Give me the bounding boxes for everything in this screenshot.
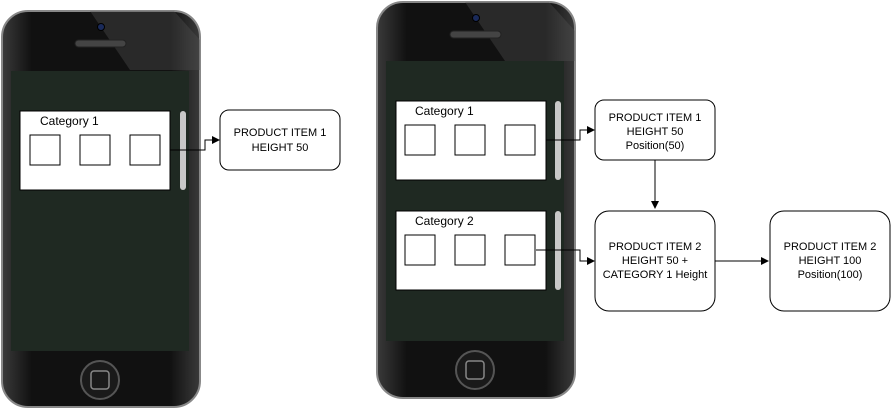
node-line: PRODUCT ITEM 1 [609, 112, 702, 124]
node-line: HEIGHT 50 [252, 142, 309, 154]
left-phone: Category 1 [1, 10, 201, 408]
node-line: Position(100) [798, 269, 863, 281]
right-category-1-panel: Category 1 [395, 100, 547, 181]
left-phone-home-button[interactable] [80, 360, 120, 400]
right-category-1-label: Category 1 [415, 104, 474, 118]
product-thumb[interactable] [454, 234, 486, 266]
node-line: PRODUCT ITEM 2 [609, 241, 702, 253]
node-line: HEIGHT 50 [627, 126, 684, 138]
right-phone-home-icon [465, 360, 485, 380]
node-line: PRODUCT ITEM 1 [234, 127, 327, 139]
product-thumb[interactable] [404, 124, 436, 156]
right-phone-glare [465, 2, 575, 61]
node-line: CATEGORY 1 Height [603, 269, 708, 281]
node-line: PRODUCT ITEM 2 [784, 241, 877, 253]
left-phone-glare [90, 11, 200, 70]
left-product-item-1-box [219, 109, 341, 171]
right-product-item-1-node: PRODUCT ITEM 1 HEIGHT 50 Position(50) [594, 99, 716, 161]
connector-cat2-to-item2 [536, 249, 595, 265]
left-product-item-1-node: PRODUCT ITEM 1 HEIGHT 50 [219, 109, 341, 171]
right-phone: Category 1 Category 2 [376, 1, 576, 399]
node-line: HEIGHT 100 [799, 255, 862, 267]
left-category-1-panel: Category 1 [19, 110, 171, 191]
right-product-item-2-box [594, 210, 716, 312]
right-product-item-3-node: PRODUCT ITEM 2 HEIGHT 100 Position(100) [769, 210, 891, 312]
right-phone-camera [472, 14, 480, 22]
right-category-2-panel: Category 2 [395, 210, 547, 291]
product-thumb[interactable] [404, 234, 436, 266]
left-connector-arrow [170, 136, 220, 151]
right-product-item-1-box [594, 99, 716, 161]
right-phone-home-button[interactable] [455, 350, 495, 390]
product-thumb[interactable] [504, 234, 536, 266]
product-thumb[interactable] [454, 124, 486, 156]
node-line: HEIGHT 50 + [622, 255, 688, 267]
connector-cat1-to-item1 [546, 126, 595, 141]
product-thumb[interactable] [504, 124, 536, 156]
left-phone-camera [97, 23, 105, 31]
right-product-item-3-box [769, 210, 891, 312]
node-line: Position(50) [626, 140, 685, 152]
right-phone-speaker [449, 30, 502, 39]
left-phone-speaker [74, 39, 127, 48]
right-product-item-2-node: PRODUCT ITEM 2 HEIGHT 50 + CATEGORY 1 He… [594, 210, 716, 312]
left-category-1-label: Category 1 [40, 114, 99, 128]
right-category-2-label: Category 2 [415, 214, 474, 228]
product-thumb[interactable] [129, 134, 161, 166]
left-phone-home-icon [90, 370, 110, 390]
product-thumb[interactable] [79, 134, 111, 166]
product-thumb[interactable] [29, 134, 61, 166]
